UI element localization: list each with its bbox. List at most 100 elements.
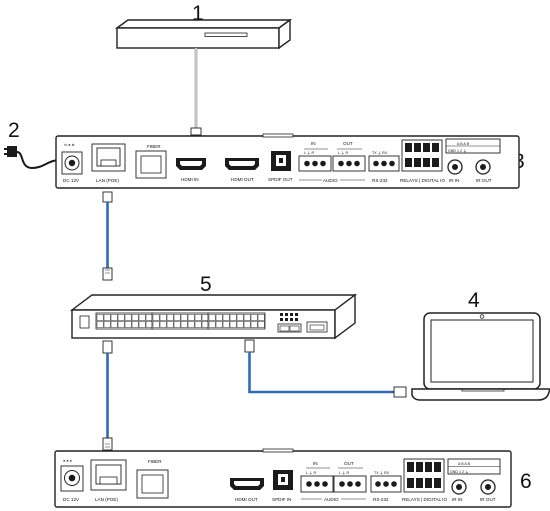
rx-ir-out-port[interactable] (480, 479, 496, 495)
svg-text:L ⏚ R: L ⏚ R (304, 150, 314, 155)
switch-port (124, 314, 132, 321)
rx-rs232-terminal[interactable] (370, 475, 402, 493)
rx-hdmi-out-port[interactable] (230, 478, 264, 490)
switch-port (145, 321, 153, 328)
relays-digital-io-terminal[interactable] (401, 139, 443, 172)
rx-hdmi-out-label: HDMI OUT (235, 497, 258, 502)
rx-relays-digital-io-terminal[interactable] (403, 458, 445, 493)
rx-ir-in-label: IR IN (452, 497, 462, 502)
switch-port (229, 314, 237, 321)
switch-port (257, 321, 265, 328)
svg-text:GND 1 2 ⏚: GND 1 2 ⏚ (450, 469, 469, 474)
fiber-label: FIBER (147, 144, 161, 149)
switch-port (173, 321, 181, 328)
switch-port (117, 314, 125, 321)
svg-text:TX ⏚ RX: TX ⏚ RX (372, 150, 388, 155)
hdmi-out-label: HDMI OUT (231, 177, 254, 182)
ethernet-cable-rx (102, 340, 113, 451)
switch-port (152, 321, 160, 328)
switch-port (180, 314, 188, 321)
svg-text:●-●-●: ●-●-● (63, 459, 72, 463)
switch-port (222, 314, 230, 321)
switch-port (201, 321, 209, 328)
spdif-out-port[interactable] (271, 151, 291, 171)
dc-12v-port[interactable]: ⊖-●-⊕ (61, 143, 83, 175)
rs232-label: RS-232 (372, 178, 388, 183)
spdif-label: SPDIF OUT (268, 177, 293, 182)
rx-audio-out-terminal[interactable] (333, 475, 367, 493)
audio-label: AUDIO (323, 178, 338, 183)
rx-rs232-label: RS-232 (373, 497, 389, 502)
callout-6: 6 (520, 470, 532, 493)
svg-text:TX ⏚ RX: TX ⏚ RX (374, 470, 390, 475)
relays-label: RELAYS | DIGITAL IO (400, 178, 445, 183)
switch-port (103, 314, 111, 321)
switch-port (215, 321, 223, 328)
fiber-port[interactable] (135, 150, 167, 179)
rx-ir-in-port[interactable] (451, 479, 467, 495)
ir-in-label: IR IN (449, 178, 459, 183)
lan-poe-port[interactable] (91, 143, 126, 172)
laptop-icon (411, 312, 550, 401)
switch-port (131, 321, 139, 328)
switch-port (117, 321, 125, 328)
switch-port (236, 321, 244, 328)
switch-port (243, 321, 251, 328)
ir-out-port[interactable] (475, 159, 491, 175)
rs232-terminal[interactable] (368, 155, 400, 172)
svg-text:L ⏚ R: L ⏚ R (339, 470, 349, 475)
audio-in-label: IN (311, 141, 316, 146)
rx-audio-in-terminal[interactable] (300, 475, 334, 493)
rx-audio-in-label: IN (313, 461, 318, 466)
svg-text:⊖-●-⊕: ⊖-●-⊕ (64, 143, 75, 147)
switch-port (145, 314, 153, 321)
switch-port (166, 321, 174, 328)
svg-text:A B A B: A B A B (457, 142, 470, 146)
hdmi-source-icon (114, 18, 293, 50)
switch-port (96, 314, 104, 321)
rx-lan-poe-port[interactable] (90, 459, 127, 491)
receiver-unit: ●-●-● DC 12V LAN (POE) FIBER HDMI OUT (54, 448, 512, 508)
rx-dc-12v-port[interactable]: ●-●-● (60, 459, 84, 492)
switch-port (208, 314, 216, 321)
rx-io-legend-table: A B A B GND 1 2 ⏚ (447, 458, 501, 475)
io-legend-table: A B A B GND 1 2 ⏚ (445, 138, 501, 154)
rx-lan-label: LAN (POE) (95, 497, 118, 502)
switch-port (194, 321, 202, 328)
switch-port (229, 321, 237, 328)
switch-port (131, 314, 139, 321)
switch-port (187, 321, 195, 328)
rx-spdif-in-port[interactable] (273, 470, 293, 490)
audio-in-terminal[interactable] (298, 155, 332, 172)
callout-1: 1 (192, 2, 204, 25)
ir-out-label: IR OUT (476, 178, 492, 183)
transmitter-unit: ⊖-●-⊕ DC 12V LAN (POE) FIBER HDMI IN HDM… (55, 133, 520, 189)
rx-fiber-port[interactable] (136, 469, 169, 499)
switch-port (159, 314, 167, 321)
switch-port (138, 321, 146, 328)
rx-audio-label: AUDIO (324, 497, 339, 502)
ethernet-cable-tx (102, 191, 113, 281)
dc-label: DC 12V (63, 178, 80, 183)
network-switch-icon (69, 293, 358, 340)
svg-text:L ⏚ R: L ⏚ R (338, 150, 348, 155)
hdmi-in-port[interactable] (176, 158, 206, 170)
switch-port (215, 314, 223, 321)
hdmi-out-port[interactable] (225, 158, 259, 170)
ir-in-port[interactable] (447, 159, 463, 175)
switch-port (159, 321, 167, 328)
rx-relays-label: RELAYS | DIGITAL IO (402, 497, 447, 502)
switch-port (152, 314, 160, 321)
switch-port (222, 321, 230, 328)
switch-port-block (95, 312, 266, 330)
rx-audio-out-label: OUT (344, 461, 354, 466)
audio-out-terminal[interactable] (332, 155, 366, 172)
switch-port (187, 314, 195, 321)
switch-port (236, 314, 244, 321)
switch-port (201, 314, 209, 321)
switch-port (243, 314, 251, 321)
switch-port (138, 314, 146, 321)
switch-port (257, 314, 265, 321)
svg-text:GND 1 2 ⏚: GND 1 2 ⏚ (448, 148, 467, 153)
